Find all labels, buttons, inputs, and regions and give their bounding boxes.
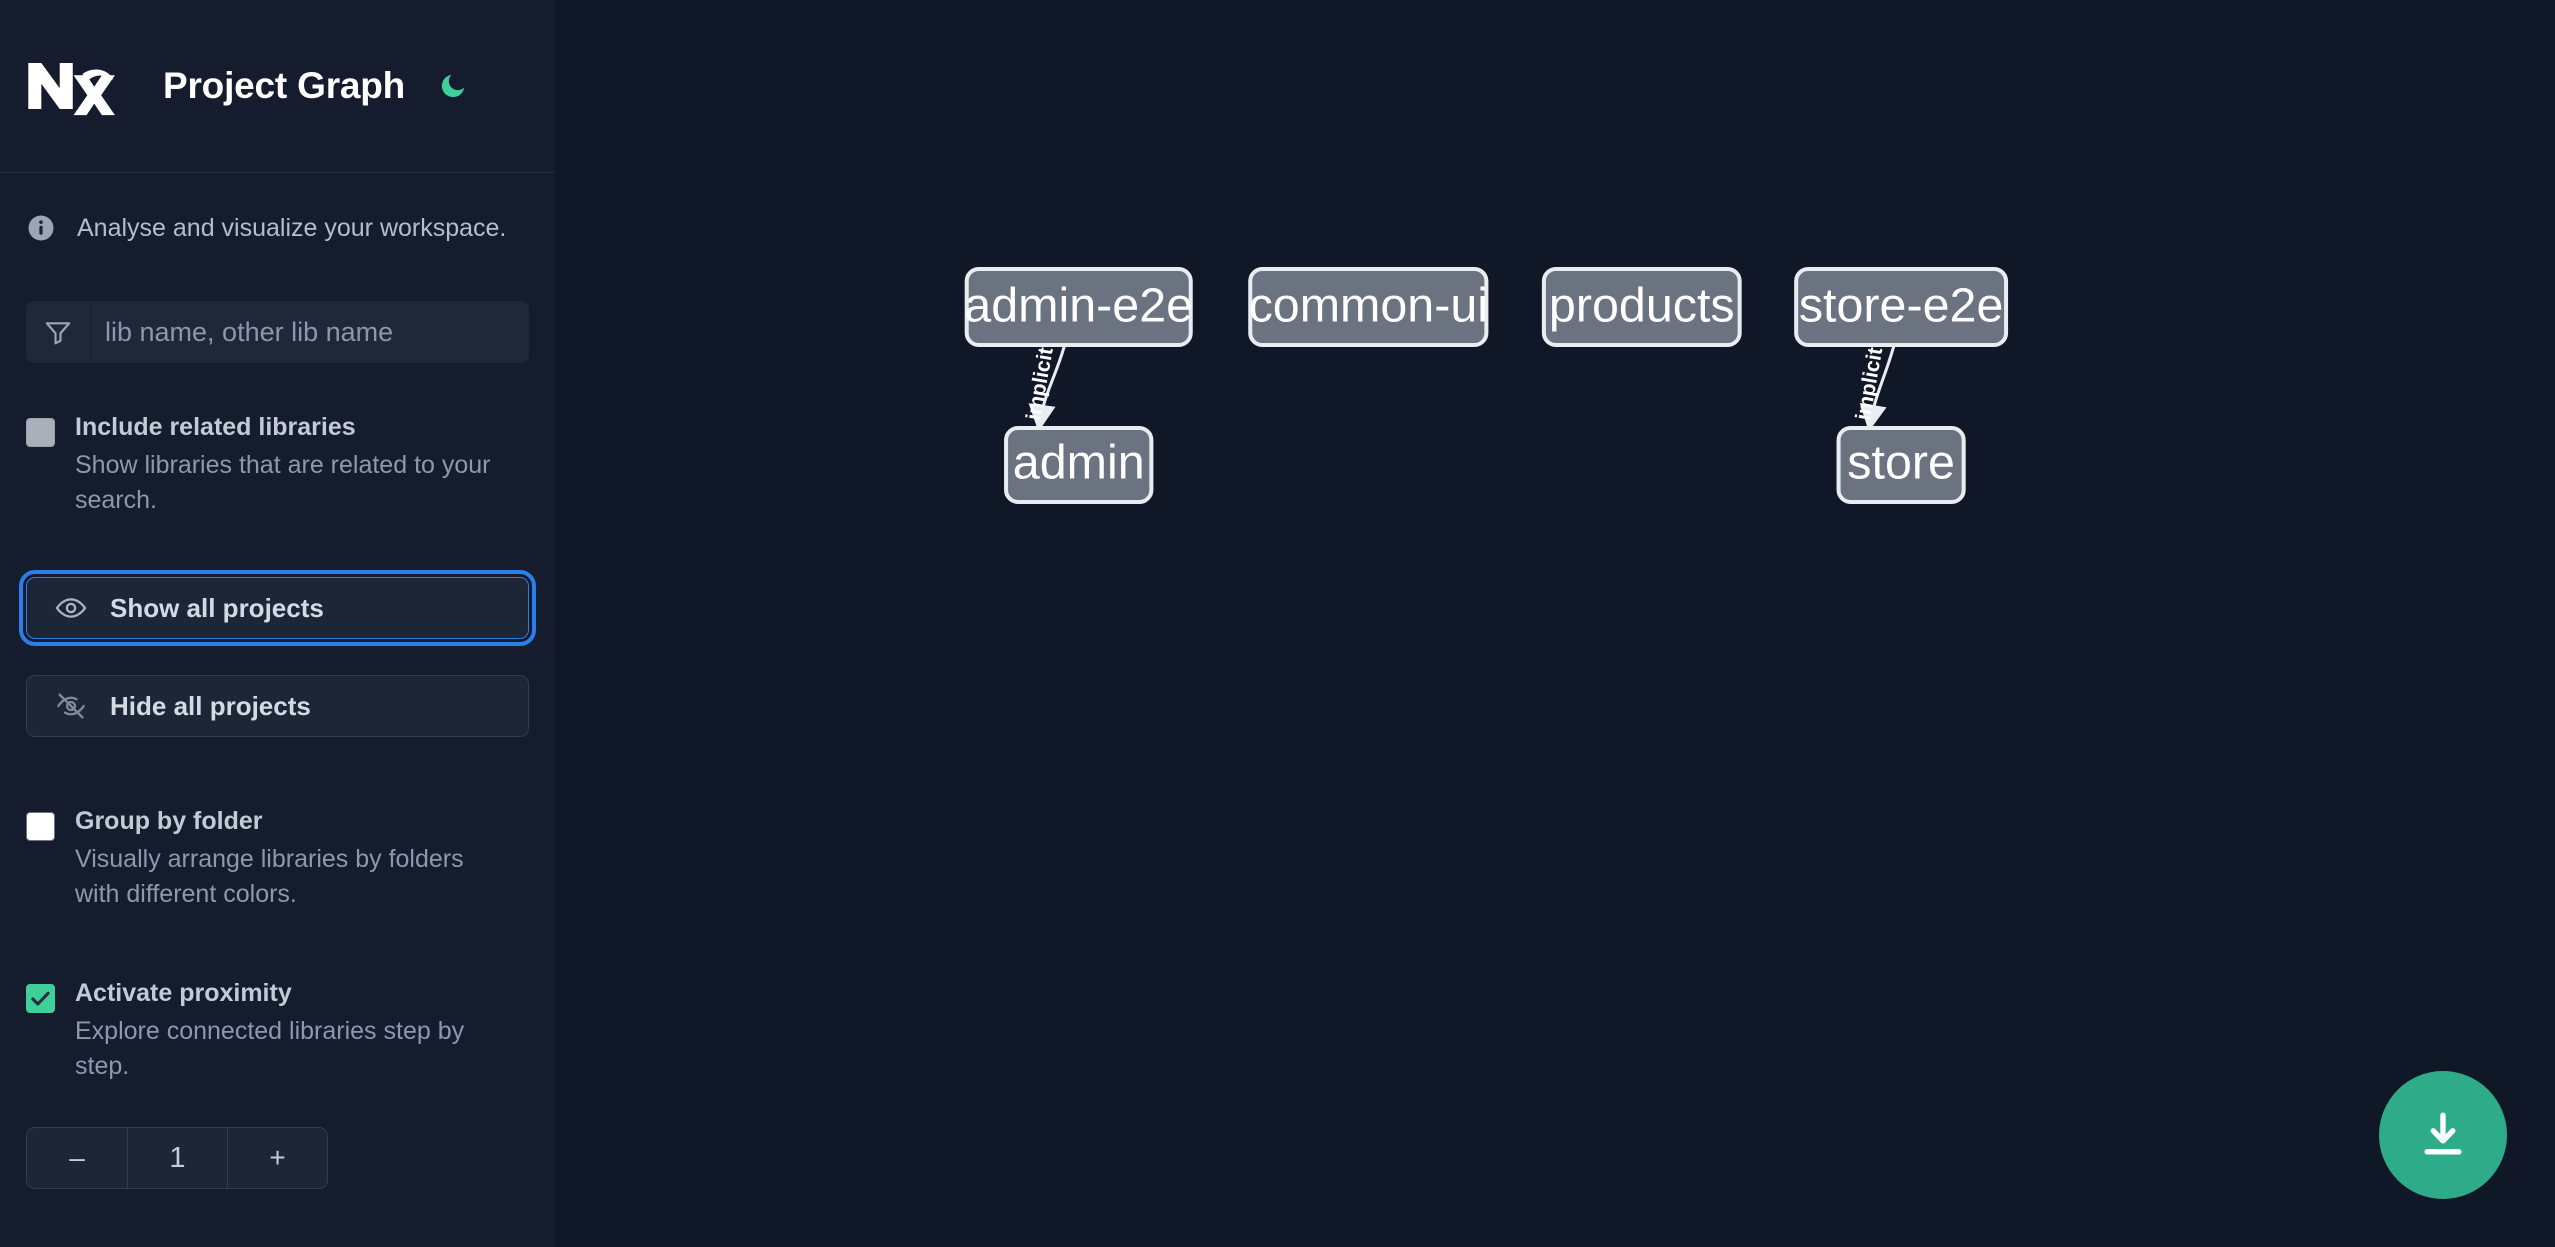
graph-node-label: common-ui [1249, 279, 1488, 333]
eye-glyph [55, 598, 87, 618]
option-description: Explore connected libraries step by step… [75, 1017, 465, 1080]
moon-glyph [441, 74, 465, 98]
graph-node-label: products [1549, 279, 1735, 333]
sidebar-body: Analyse and visualize your workspace. In… [0, 173, 555, 1189]
graph-node-common-ui[interactable]: common-ui [1248, 267, 1489, 347]
checkmark-icon [31, 991, 50, 1006]
filter-glyph [45, 322, 71, 345]
sidebar-header: Project Graph [0, 0, 555, 173]
project-graph-svg: implicit implicit admin-e2e common-ui pr… [964, 267, 2009, 504]
graph-node-label: store-e2e [1799, 279, 2004, 333]
sidebar: Project Graph Analyse and visualize your… [0, 0, 555, 1247]
eye-slash-icon [54, 689, 88, 723]
info-icon [28, 215, 54, 241]
moon-icon[interactable] [433, 66, 473, 106]
option-description: Visually arrange libraries by folders wi… [75, 845, 464, 908]
download-graph-button[interactable] [2379, 1071, 2507, 1199]
tagline: Analyse and visualize your workspace. [0, 173, 555, 243]
graph-node-label: admin [1013, 436, 1145, 490]
show-all-projects-label: Show all projects [110, 592, 324, 623]
graph-node-label: store [1847, 436, 1955, 490]
stepper-value: 1 [127, 1128, 227, 1188]
filter-icon [26, 301, 91, 363]
graph-nodes: admin-e2e common-ui products store-e2e a… [964, 267, 2009, 504]
option-activate-proximity[interactable]: Activate proximity Explore connected lib… [0, 977, 555, 1083]
eye-icon [54, 591, 88, 625]
hide-all-projects-label: Hide all projects [110, 690, 311, 721]
graph-node-label: admin-e2e [964, 279, 1193, 333]
proximity-stepper: – 1 + [26, 1127, 328, 1189]
hide-all-projects-button[interactable]: Hide all projects [26, 675, 529, 737]
stepper-decrement-button[interactable]: – [69, 1142, 85, 1173]
search-box[interactable] [26, 301, 529, 363]
include-related-libraries-checkbox[interactable] [26, 418, 55, 447]
activate-proximity-checkbox[interactable] [26, 984, 55, 1013]
proximity-stepper-wrap: – 1 + [0, 1127, 555, 1189]
page-title: Project Graph [163, 65, 406, 106]
graph-node-products[interactable]: products [1541, 267, 1742, 347]
tagline-text: Analyse and visualize your workspace. [77, 213, 507, 242]
group-by-folder-checkbox[interactable] [26, 812, 55, 841]
edge-store-e2e-to-store[interactable] [1859, 344, 1896, 432]
show-all-projects-button[interactable]: Show all projects [19, 570, 536, 646]
option-include-related-libraries[interactable]: Include related libraries Show libraries… [0, 411, 555, 517]
graph-node-store-e2e[interactable]: store-e2e [1794, 267, 2009, 347]
stepper-increment-button[interactable]: + [227, 1128, 327, 1188]
option-group-by-folder[interactable]: Group by folder Visually arrange librari… [0, 805, 555, 911]
nx-logo [28, 63, 115, 116]
graph-node-store[interactable]: store [1836, 426, 1966, 504]
search-input[interactable] [91, 301, 529, 363]
graph-canvas[interactable]: implicit implicit admin-e2e common-ui pr… [555, 0, 2555, 1247]
graph-node-admin-e2e[interactable]: admin-e2e [964, 267, 1193, 347]
option-texts: Group by folder Visually arrange librari… [75, 805, 509, 911]
option-texts: Include related libraries Show libraries… [75, 411, 509, 517]
option-texts: Activate proximity Explore connected lib… [75, 977, 509, 1083]
edge-admin-e2e-to-admin[interactable] [1028, 344, 1067, 432]
option-title: Include related libraries [75, 413, 356, 441]
option-title: Activate proximity [75, 979, 292, 1007]
option-title: Group by folder [75, 807, 263, 835]
eye-slash-glyph [57, 693, 85, 719]
graph-node-admin[interactable]: admin [1004, 426, 1154, 504]
graph-edges: implicit implicit [1022, 344, 1896, 432]
option-description: Show libraries that are related to your … [75, 451, 491, 514]
download-icon [2424, 1112, 2462, 1155]
